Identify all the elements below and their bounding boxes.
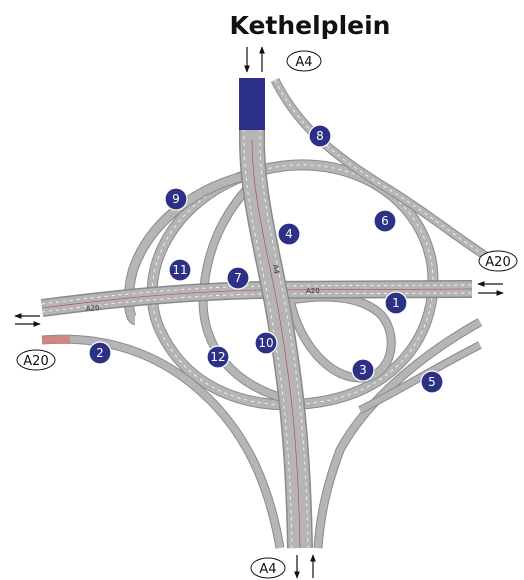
svg-text:12: 12 <box>210 350 225 364</box>
road-label-a4-center: A4 <box>271 264 281 275</box>
svg-text:2: 2 <box>96 346 104 360</box>
marker-10: 10 <box>254 331 278 355</box>
marker-8: 8 <box>308 124 332 148</box>
svg-text:3: 3 <box>359 363 367 377</box>
marker-6: 6 <box>373 209 397 233</box>
a20-mainline <box>40 280 473 317</box>
svg-text:4: 4 <box>285 227 293 241</box>
marker-11: 11 <box>168 258 192 282</box>
badge-east: A20 <box>478 250 518 272</box>
north-arrows <box>244 46 265 73</box>
marker-1: 1 <box>384 291 408 315</box>
marker-2: 2 <box>88 341 112 365</box>
badge-west-label: A20 <box>23 354 48 369</box>
badge-north-label: A4 <box>295 55 312 70</box>
median-highlight <box>239 78 265 130</box>
marker-5: 5 <box>420 370 444 394</box>
marker-3: 3 <box>351 358 375 382</box>
badge-south-label: A4 <box>259 562 276 577</box>
badge-north: A4 <box>286 50 322 72</box>
badge-east-label: A20 <box>485 255 510 270</box>
marker-12: 12 <box>206 345 230 369</box>
badge-west: A20 <box>16 349 56 371</box>
road-label-a20-west: A20 <box>86 304 100 313</box>
east-arrows <box>477 281 504 296</box>
svg-text:11: 11 <box>172 263 187 277</box>
west-arrows <box>14 313 41 327</box>
svg-text:7: 7 <box>234 271 242 285</box>
svg-text:9: 9 <box>172 192 180 206</box>
svg-text:6: 6 <box>381 214 389 228</box>
a4-mainline <box>239 78 313 549</box>
marker-4: 4 <box>277 222 301 246</box>
badge-south: A4 <box>250 557 286 579</box>
svg-text:5: 5 <box>428 375 436 389</box>
svg-text:10: 10 <box>258 336 273 350</box>
marker-9: 9 <box>164 187 188 211</box>
svg-text:1: 1 <box>392 296 400 310</box>
svg-text:8: 8 <box>316 129 324 143</box>
road-label-a20-east: A20 <box>306 287 320 295</box>
map-title: Kethelplein <box>230 11 391 40</box>
marker-7: 7 <box>226 266 250 290</box>
south-arrows <box>294 554 316 579</box>
